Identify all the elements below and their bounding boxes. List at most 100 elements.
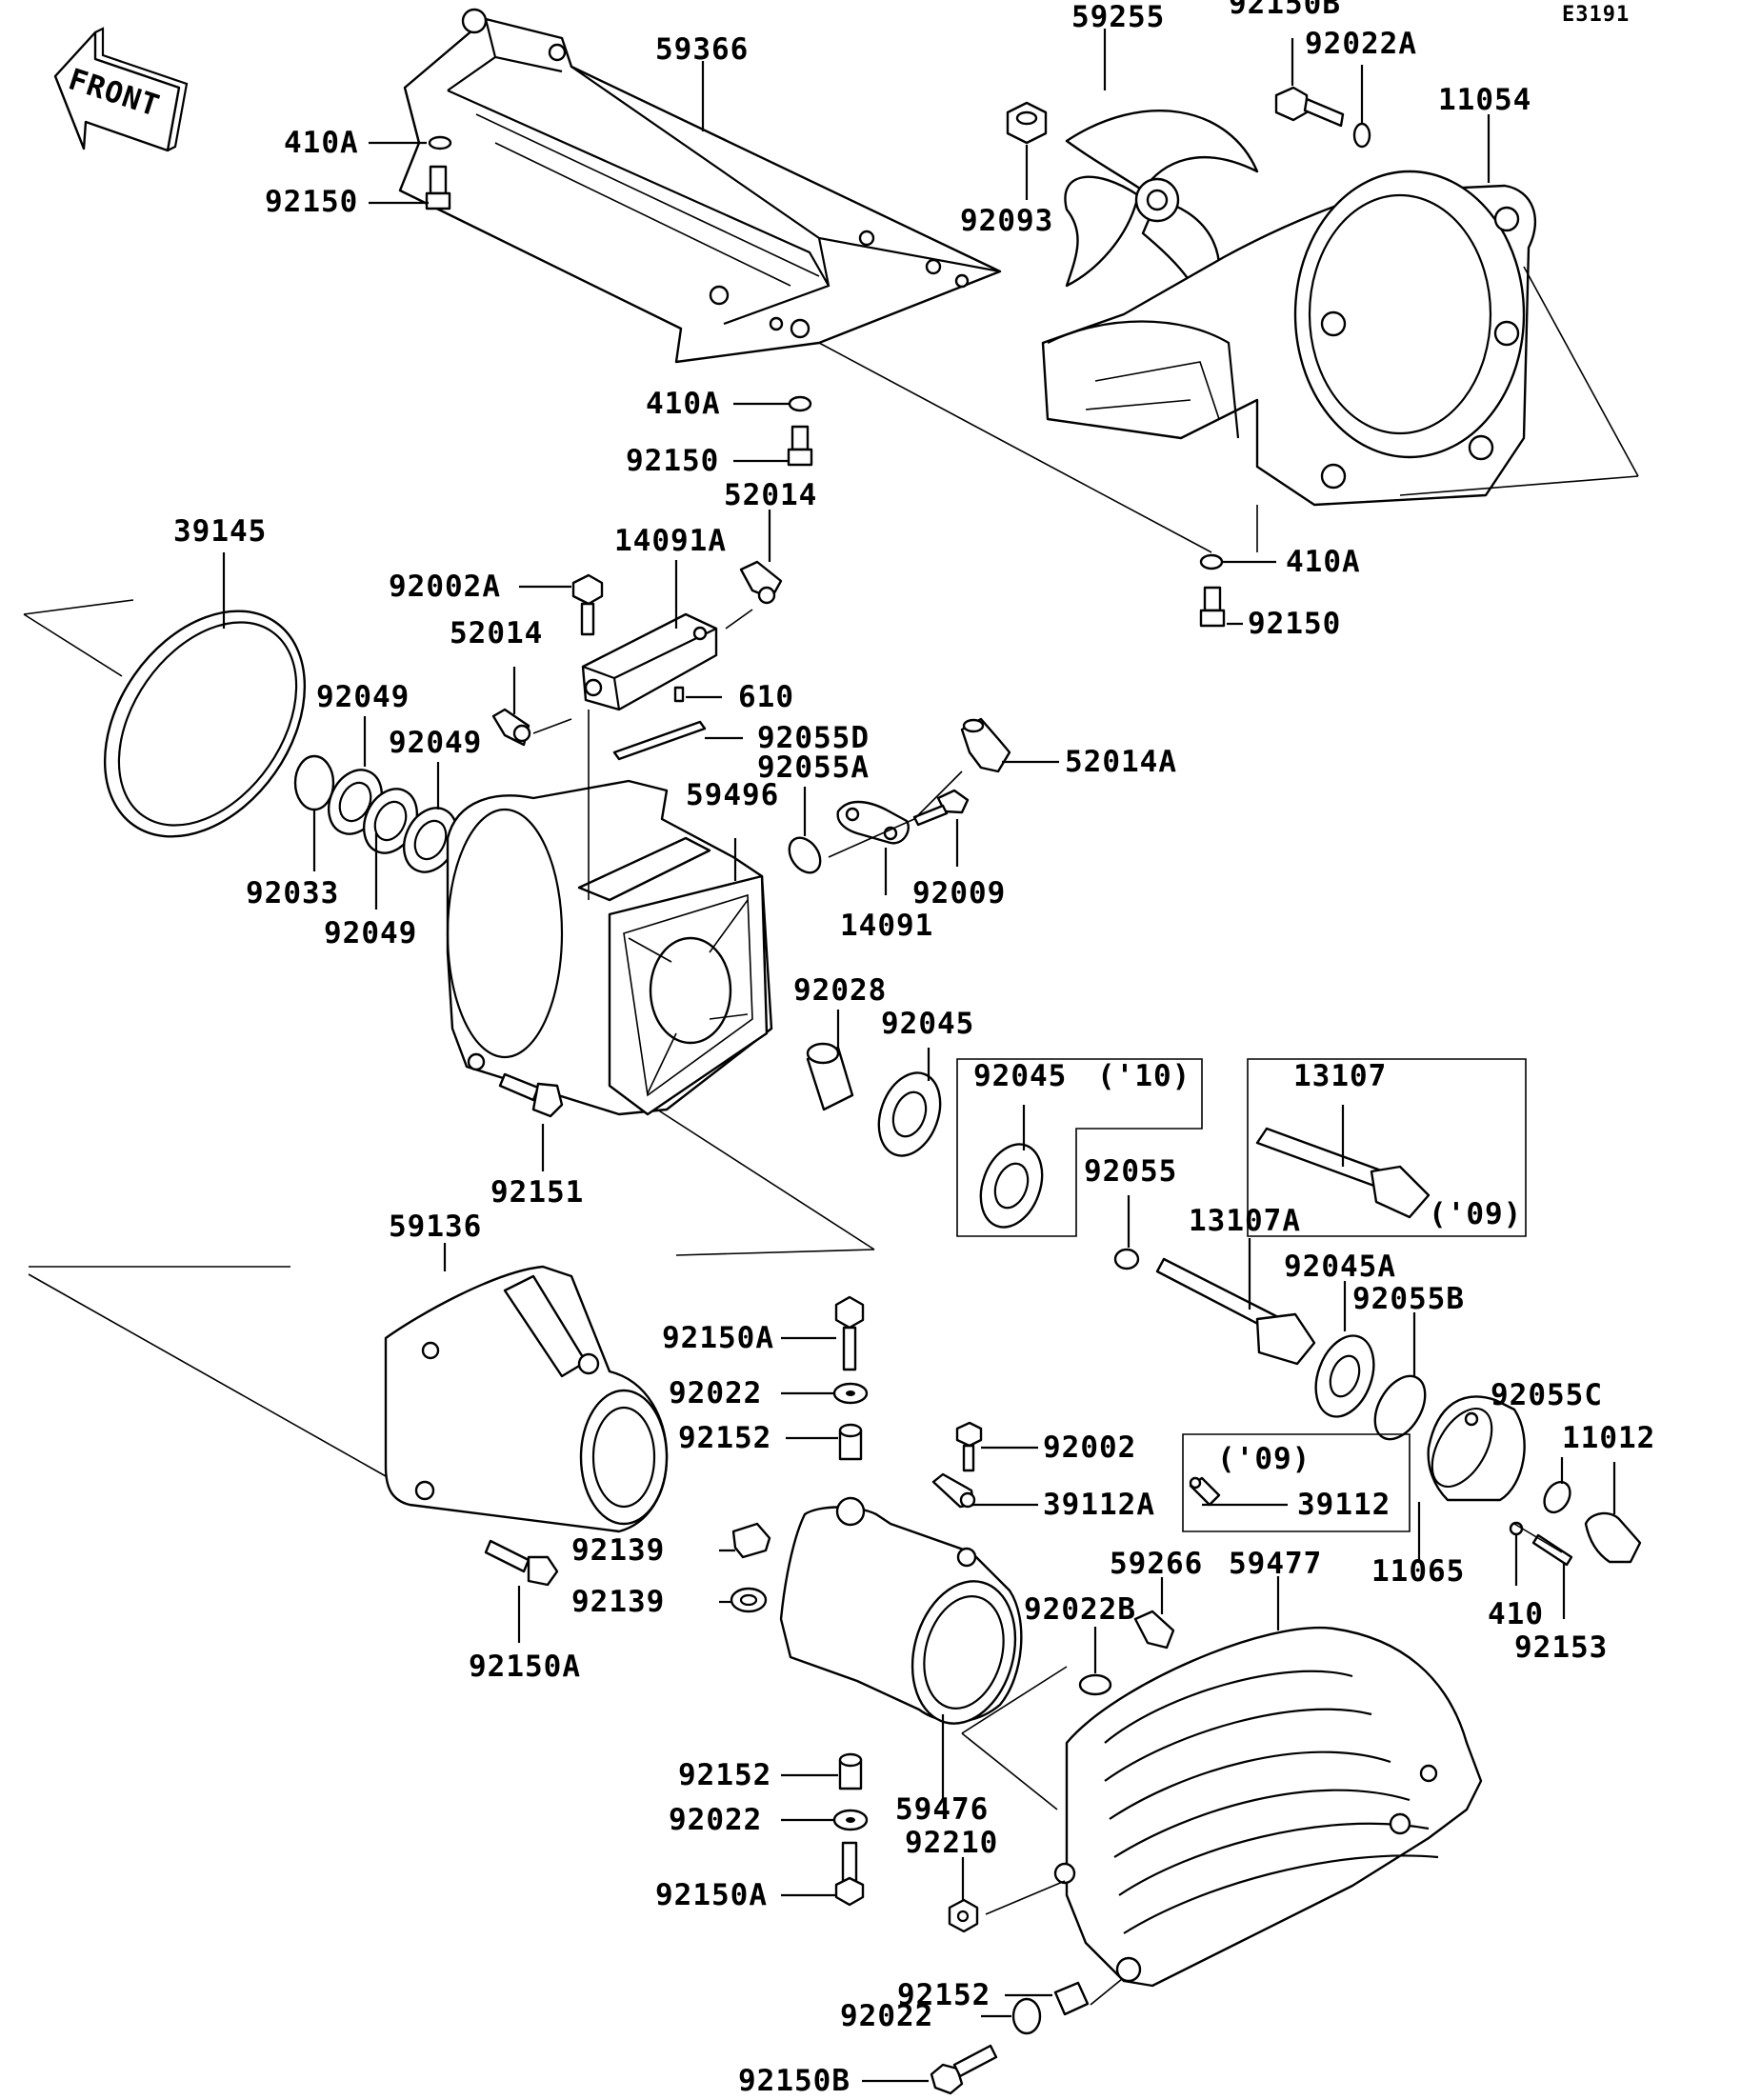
callout-92093: 92093 [960,204,1053,238]
tab-39112a [931,1472,976,1509]
screw-92153 [1531,1533,1573,1567]
callout-92151: 92151 [490,1175,584,1210]
bolt-92150a-2 [484,1539,559,1587]
washer-92022-2 [832,1809,869,1831]
callout-92055b: 92055B [1352,1282,1465,1316]
nut-92210 [948,1898,979,1933]
callout-92150a: 92150A [655,1878,768,1912]
callout-59266: 59266 [1110,1547,1203,1581]
bolt-92151 [498,1072,564,1118]
callout-92139: 92139 [571,1585,665,1619]
screw-92009 [912,789,970,827]
callout-410: 410 [1488,1597,1544,1631]
bolt-92150b-1 [1274,86,1345,128]
box-39112-2009 [1182,1433,1411,1532]
collar-92152-3 [1053,1981,1090,2016]
callout-92028: 92028 [793,973,887,1008]
callout-92049: 92049 [316,680,410,714]
bracket-14091a [581,612,718,711]
callout-52014: 52014 [724,478,817,512]
callout-610: 610 [738,680,794,714]
box-13107-2009 [1247,1058,1527,1237]
callout-92055c: 92055C [1491,1378,1603,1412]
callout-59255: 59255 [1071,0,1165,34]
pump-case-11054 [1041,170,1537,507]
callout-92150b: 92150B [738,2064,850,2098]
callout-92049: 92049 [389,726,482,760]
callout-410a: 410A [1286,545,1361,579]
callout-92150a: 92150A [662,1321,774,1355]
callout-92022: 92022 [840,1999,933,2033]
leader-lines [23,29,1639,2083]
ring-39145 [103,610,307,838]
bolt-92150-2 [787,425,813,467]
washer-410a-2 [788,395,812,412]
collar-92152-2 [838,1752,863,1790]
elbow-fitting-52014a [960,717,1011,773]
callout-410a: 410A [284,126,359,160]
callout-59476: 59476 [895,1792,989,1827]
callout-labels: 59366 410A 92150 59255 92150B 92022A 110… [173,0,1655,2098]
callout-92002a: 92002A [389,570,501,604]
bolt-92150b-2 [930,2044,998,2095]
callout-11054: 11054 [1438,83,1531,117]
callout-92152: 92152 [678,1421,771,1455]
callout-92002: 92002 [1043,1430,1136,1465]
cap-11012 [1584,1511,1642,1564]
callout-2009: ('09) [1429,1197,1522,1231]
callout-92153: 92153 [1514,1630,1608,1665]
callout-92033: 92033 [246,876,339,910]
callout-92022: 92022 [669,1376,762,1410]
front-arrow-icon: FRONT [53,27,189,152]
bearing-92045-1 [877,1071,942,1157]
o-ring-92055a [788,836,822,874]
bolt-92150a-3 [834,1841,865,1907]
callout-92139: 92139 [571,1533,665,1568]
callout-92022a: 92022A [1305,27,1417,61]
pin-610 [673,686,685,703]
bolt-92002a [571,573,604,636]
bearing-92045-2 [979,1143,1044,1229]
callout-92210: 92210 [905,1826,998,1860]
callout-92152: 92152 [678,1758,771,1792]
callout-39112a: 39112A [1043,1488,1155,1522]
callout-59366: 59366 [655,32,749,67]
gasket-92055d [612,720,707,761]
washer-92022-1 [832,1382,869,1405]
callout-11065: 11065 [1371,1554,1465,1589]
callout-92022b: 92022B [1024,1592,1136,1627]
callout-92022: 92022 [669,1803,762,1837]
callout-59136: 59136 [389,1210,482,1244]
callout-92150a: 92150A [469,1650,581,1684]
fitting-52014-2 [491,708,531,747]
shaft-13107a [1155,1257,1316,1366]
grommet-92139-2 [730,1587,768,1613]
pump-cap-11065 [1427,1395,1526,1502]
washer-410a-1 [428,135,452,150]
callout-14091: 14091 [840,909,933,943]
callout-52014: 52014 [450,616,543,650]
o-ring-92055b [1373,1374,1427,1441]
pump-bowl-59496 [446,779,773,1116]
diagram-code: E3191 [1562,3,1630,27]
callout-59496: 59496 [686,778,779,812]
shaft-13107 [1255,1127,1431,1219]
reverse-bucket-59477 [1053,1626,1483,1988]
callout-11012: 11012 [1562,1421,1655,1455]
callout-2010: ('10) [1097,1059,1191,1093]
bolt-92150a-1 [834,1295,865,1371]
callout-52014a: 52014A [1065,745,1177,779]
bearing-92045a [1314,1334,1375,1418]
stud-59266 [1133,1610,1175,1650]
o-ring-92033 [293,754,335,811]
sleeve-92028 [806,1042,854,1111]
bolt-92002 [955,1421,983,1472]
o-ring-92055c [1543,1480,1571,1514]
fitting-52014-1 [739,560,783,605]
nut-92093 [1006,101,1048,145]
box-92045-2010 [956,1058,1203,1237]
callout-92150: 92150 [626,444,719,478]
washer-92022a [1352,122,1371,149]
o-ring-92055 [1113,1248,1140,1270]
